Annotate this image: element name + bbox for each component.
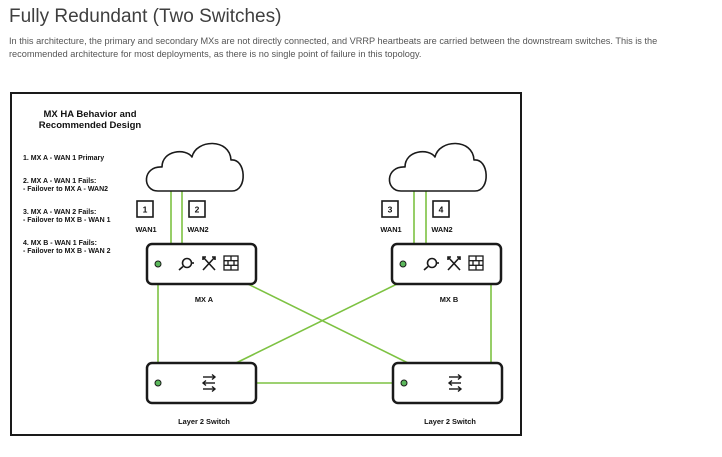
search-icon <box>423 257 439 271</box>
firewall-icon <box>468 255 484 271</box>
switch-b-label: Layer 2 Switch <box>424 417 476 426</box>
arrows-icon <box>447 256 461 271</box>
wan-badge-4: 4 <box>432 200 450 218</box>
wan-label-mx-b-1: WAN1 <box>380 225 401 234</box>
switch-a-label: Layer 2 Switch <box>178 417 230 426</box>
cloud-icon <box>388 142 487 192</box>
ha-diagram: MX HA Behavior and Recommended Design 1.… <box>10 92 522 436</box>
svg-text:2: 2 <box>195 205 200 215</box>
wan-label-mx-b-2: WAN2 <box>431 225 452 234</box>
page-description: In this architecture, the primary and se… <box>9 36 658 59</box>
page-title: Fully Redundant (Two Switches) <box>9 6 282 27</box>
status-led <box>399 260 407 268</box>
svg-text:3: 3 <box>388 205 393 215</box>
link-mx-b-switch-a <box>235 283 398 364</box>
switch-arrows-icon <box>447 373 463 393</box>
wan-badge-3: 3 <box>381 200 399 218</box>
network-links <box>157 187 492 384</box>
switch-a-device <box>145 361 258 405</box>
status-led <box>154 260 162 268</box>
mx-b-device <box>390 242 503 286</box>
svg-text:4: 4 <box>439 205 444 215</box>
step-1-line1: 1. MX A - WAN 1 Primary <box>23 155 104 162</box>
diagram-title-line1: MX HA Behavior and <box>43 109 136 120</box>
status-led <box>154 379 162 387</box>
diagram-canvas: MX HA Behavior and Recommended Design 1.… <box>10 92 522 436</box>
mx-a-device <box>145 242 258 286</box>
wan-label-mx-a-2: WAN2 <box>187 225 208 234</box>
cloud-icon <box>145 142 244 192</box>
step-2-line1: 2. MX A - WAN 1 Fails: <box>23 178 96 185</box>
diagram-title-line2: Recommended Design <box>39 120 142 131</box>
mx-b-label: MX B <box>440 295 458 304</box>
wan-badge-2: 2 <box>188 200 206 218</box>
step-2-line2: - Failover to MX A - WAN2 <box>23 186 108 193</box>
step-4-line2: - Failover to MX B - WAN 2 <box>23 248 111 255</box>
status-led <box>400 379 408 387</box>
link-mx-a-switch-b <box>247 283 409 364</box>
search-icon <box>178 257 194 271</box>
wan-label-mx-a-1: WAN1 <box>135 225 156 234</box>
arrows-icon <box>202 256 216 271</box>
mx-a-label: MX A <box>195 295 214 304</box>
step-3-line1: 3. MX A - WAN 2 Fails: <box>23 209 96 216</box>
switch-b-device <box>391 361 504 405</box>
firewall-icon <box>223 255 239 271</box>
step-3-line2: - Failover to MX B - WAN 1 <box>23 217 111 224</box>
wan-badge-1: 1 <box>136 200 154 218</box>
svg-text:1: 1 <box>143 205 148 215</box>
step-4-line1: 4. MX B - WAN 1 Fails: <box>23 240 97 247</box>
switch-arrows-icon <box>201 373 217 393</box>
